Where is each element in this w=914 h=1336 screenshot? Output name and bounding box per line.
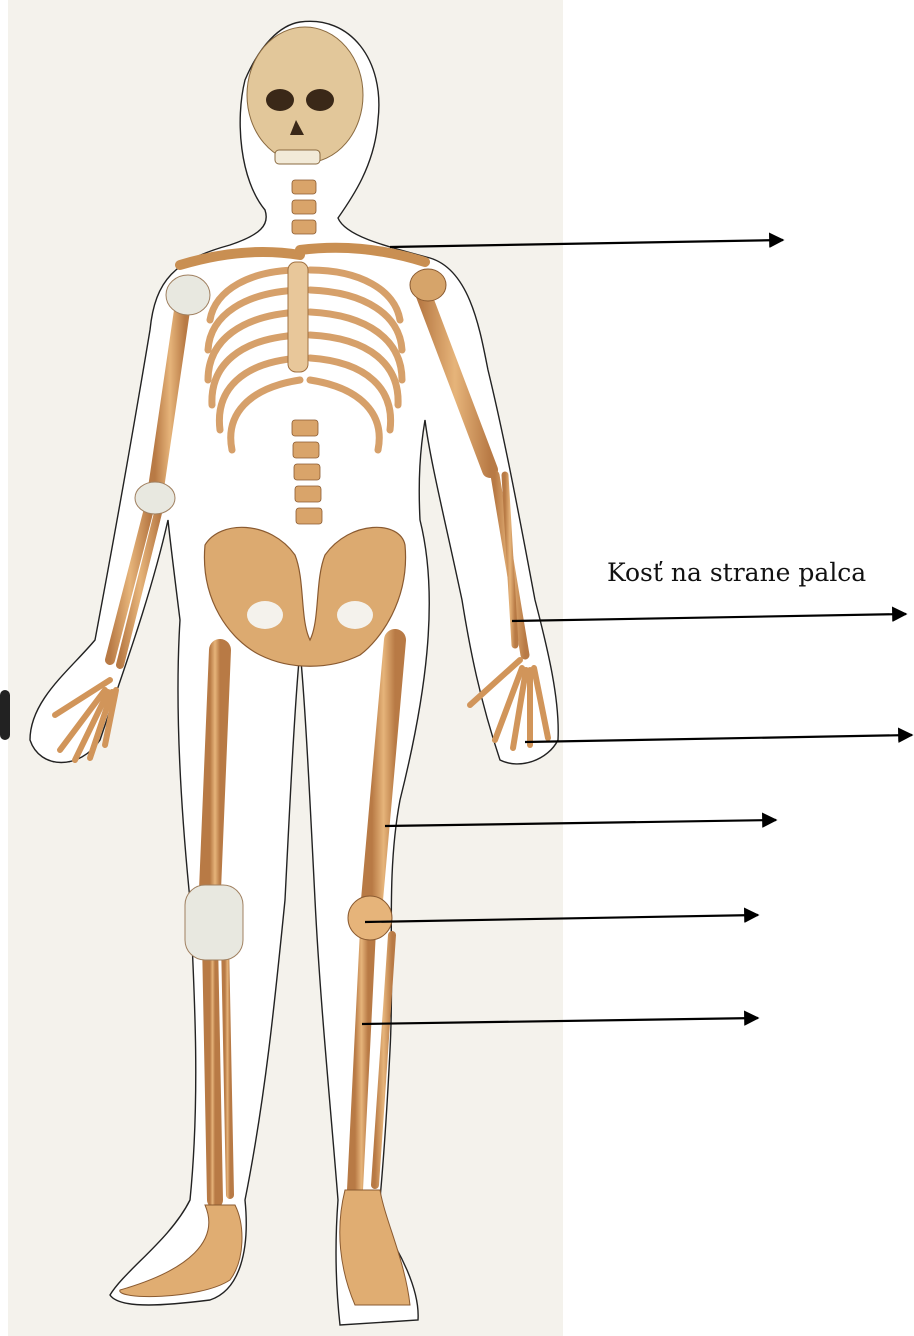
shoulder-joint-left — [166, 275, 210, 315]
label-thumb-side-bone: Kosť na strane palca — [607, 558, 866, 587]
pelvis-foramen-right — [337, 601, 373, 629]
arrow-phalanges — [525, 735, 912, 742]
knee-left — [185, 885, 243, 960]
scan-left-edge — [0, 690, 10, 740]
skull — [247, 27, 363, 164]
patella-right — [348, 896, 392, 940]
sternum — [288, 262, 308, 372]
pelvis-foramen-left — [247, 601, 283, 629]
elbow-joint-left — [135, 482, 175, 514]
shoulder-joint-right — [410, 269, 446, 301]
arrow-radius — [512, 614, 906, 621]
